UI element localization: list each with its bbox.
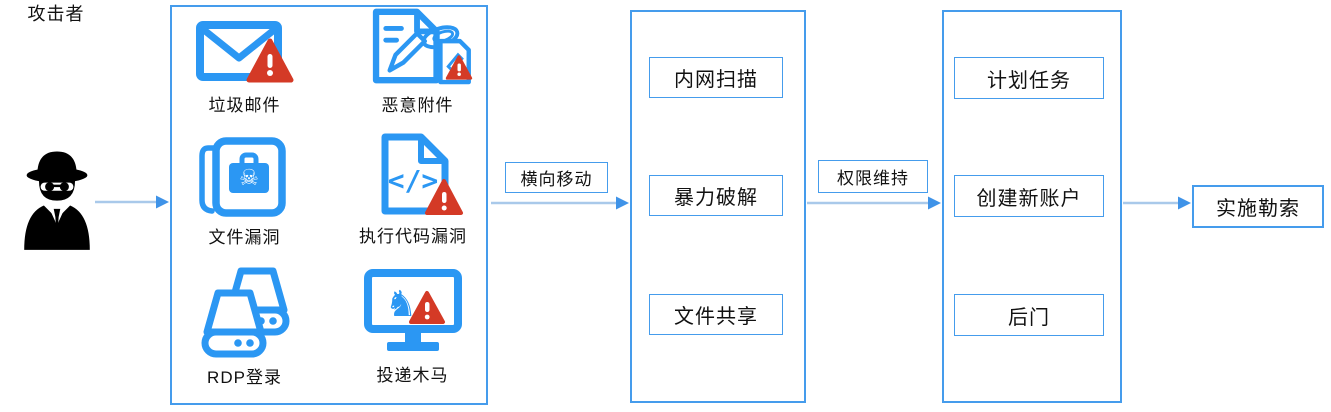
entry-item-label: 垃圾邮件 [208, 96, 281, 115]
persist-item-scheduled-task: 计划任务 [954, 57, 1104, 99]
scan-item-file-sharing: 文件共享 [649, 294, 783, 335]
rdp-login-icon [201, 267, 289, 358]
trojan-delivery-icon: ♞ [363, 269, 462, 351]
arrow-scan-to-persist [807, 196, 941, 210]
entry-item-trojan-delivery: ♞ 投递木马 [340, 268, 485, 386]
arrow-attacker-to-entry [95, 195, 169, 209]
entry-item-code-execution: </> 执行代码漏洞 [338, 131, 488, 247]
persist-item-create-account: 创建新账户 [954, 175, 1104, 217]
file-vulnerability-icon: ☠ [198, 137, 286, 217]
scan-item-intranet-scan: 内网扫描 [649, 57, 783, 98]
attacker-icon [24, 151, 90, 250]
entry-item-label: RDP登录 [207, 368, 282, 387]
scan-item-brute-force: 暴力破解 [649, 175, 783, 216]
entry-item-label: 文件漏洞 [208, 228, 281, 247]
arrow-entry-to-scan [491, 196, 629, 210]
persist-item-backdoor: 后门 [954, 294, 1104, 336]
entry-item-label: 投递木马 [376, 366, 449, 385]
lateral-movement-label: 横向移动 [505, 162, 608, 193]
entry-item-file-vulnerability: ☠ 文件漏洞 [172, 136, 317, 248]
attacker-label: 攻击者 [27, 4, 85, 24]
final-ransom-box: 实施勒索 [1192, 185, 1324, 228]
entry-item-label: 执行代码漏洞 [359, 227, 467, 246]
entry-item-spam-email: 垃圾邮件 [172, 18, 317, 116]
svg-text:☠: ☠ [239, 166, 259, 191]
spam-email-icon [195, 21, 293, 83]
entry-item-label: 恶意附件 [381, 96, 454, 115]
privilege-persistence-label: 权限维持 [818, 160, 928, 193]
entry-item-malicious-attachment: 恶意附件 [345, 6, 490, 116]
malicious-attachment-icon [372, 8, 472, 85]
code-execution-vulnerability-icon: </> [381, 133, 463, 215]
arrow-persist-to-final [1123, 196, 1191, 210]
svg-text:</>: </> [388, 164, 439, 197]
entry-item-rdp-login: RDP登录 [172, 266, 317, 388]
